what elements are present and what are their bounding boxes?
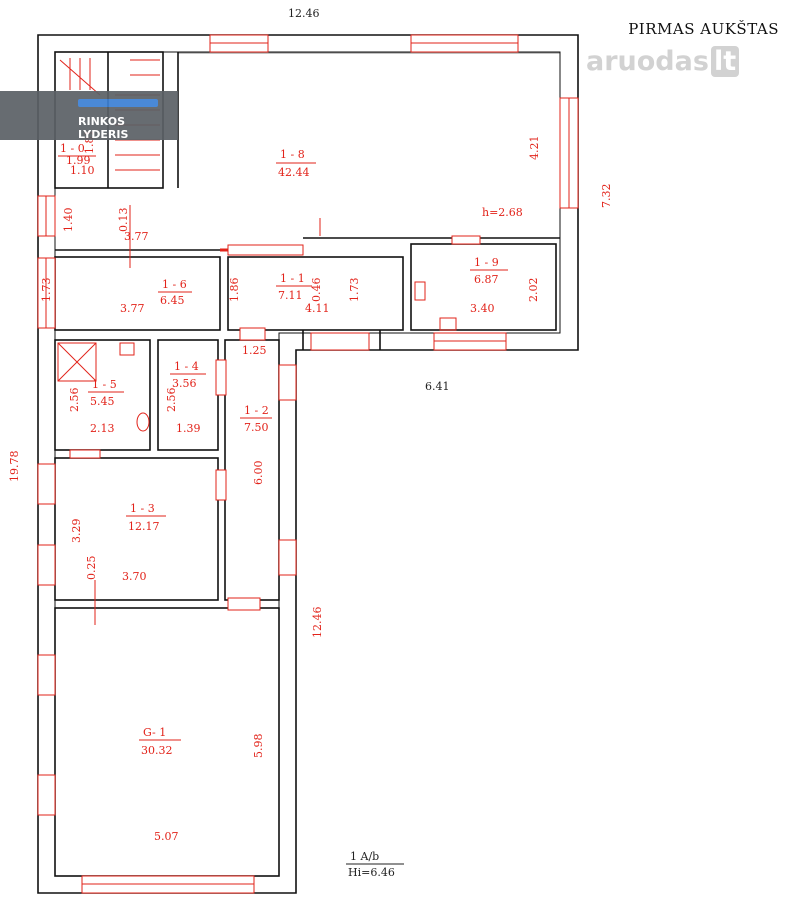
- dim-0-46: 0.46: [310, 278, 323, 303]
- room-1-6-area: 6.45: [160, 294, 185, 307]
- dim-1-73-a: 1.73: [40, 278, 53, 303]
- room-1-2-area: 7.50: [244, 421, 269, 434]
- room-1-3-width: 3.70: [122, 570, 147, 583]
- room-1-5-id: 1 - 5: [92, 378, 117, 391]
- room-g-1-area: 30.32: [141, 744, 173, 757]
- dim-5-07: 5.07: [154, 830, 179, 843]
- room-1-1-area: 7.11: [278, 289, 303, 302]
- dim-3-29: 3.29: [70, 519, 83, 544]
- room-1-4-id: 1 - 4: [174, 360, 199, 373]
- watermark-name: aruodas: [586, 46, 709, 77]
- dim-2-02: 2.02: [527, 278, 540, 303]
- dim-3-77-a: 3.77: [124, 230, 149, 243]
- dimension-lines: [94, 205, 321, 625]
- ceiling-height: h=2.68: [482, 206, 523, 219]
- agency-banner-text: RINKOS LYDERIS: [78, 115, 129, 141]
- dim-0-13: 0.13: [117, 208, 130, 233]
- dim-inner-mid: 6.41: [425, 380, 450, 393]
- dim-0-25: 0.25: [85, 556, 98, 581]
- room-1-2-id: 1 - 2: [244, 404, 269, 417]
- dim-right-height: 7.32: [600, 184, 613, 209]
- page-title: PIRMAS AUKŠTAS: [628, 20, 779, 38]
- building-height: Hi=6.46: [348, 866, 395, 879]
- room-1-9-area: 6.87: [474, 273, 499, 286]
- watermark-tld: lt: [710, 46, 740, 77]
- agency-banner: RINKOS LYDERIS: [0, 91, 178, 141]
- room-1-8-area: 42.44: [278, 166, 310, 179]
- dim-2-56-b: 2.56: [165, 388, 178, 413]
- dim-5-98: 5.98: [252, 734, 265, 759]
- dim-1-10: 1.10: [70, 164, 95, 177]
- room-1-3-id: 1 - 3: [130, 502, 155, 515]
- fixtures: [57, 281, 457, 432]
- room-1-4-area: 3.56: [172, 377, 197, 390]
- dim-2-56-a: 2.56: [68, 388, 81, 413]
- room-1-0-area: 1.99: [66, 154, 91, 167]
- room-1-5-area: 5.45: [90, 395, 115, 408]
- room-1-4-width: 1.39: [176, 422, 201, 435]
- room-1-3-area: 12.17: [128, 520, 160, 533]
- room-1-6-id: 1 - 6: [162, 278, 187, 291]
- agency-logo-icon: [78, 99, 158, 107]
- dim-1-86: 1.86: [228, 278, 241, 303]
- doors: [69, 235, 481, 611]
- room-1-1-width: 4.11: [305, 302, 330, 315]
- dim-1-40: 1.40: [62, 208, 75, 233]
- room-g-1-id: G- 1: [143, 726, 166, 739]
- room-1-9-id: 1 - 9: [474, 256, 499, 269]
- room-1-8-id: 1 - 8: [280, 148, 305, 161]
- dim-lower-height: 12.46: [311, 607, 324, 639]
- dim-left-height: 19.78: [8, 451, 21, 483]
- outer-wall: [37, 34, 579, 894]
- dim-4-21: 4.21: [528, 136, 541, 161]
- building-code: 1 A/b: [350, 850, 379, 863]
- windows: [37, 34, 579, 894]
- dim-1-73-b: 1.73: [348, 278, 361, 303]
- room-1-0-id: 1 - 0: [60, 142, 85, 155]
- dim-6-00: 6.00: [252, 461, 265, 486]
- room-1-1-id: 1 - 1: [280, 272, 305, 285]
- room-1-5-width: 2.13: [90, 422, 115, 435]
- dim-top-width: 12.46: [288, 7, 320, 20]
- room-1-9-width: 3.40: [470, 302, 495, 315]
- dim-1-25: 1.25: [242, 344, 267, 357]
- room-1-6-width: 3.77: [120, 302, 145, 315]
